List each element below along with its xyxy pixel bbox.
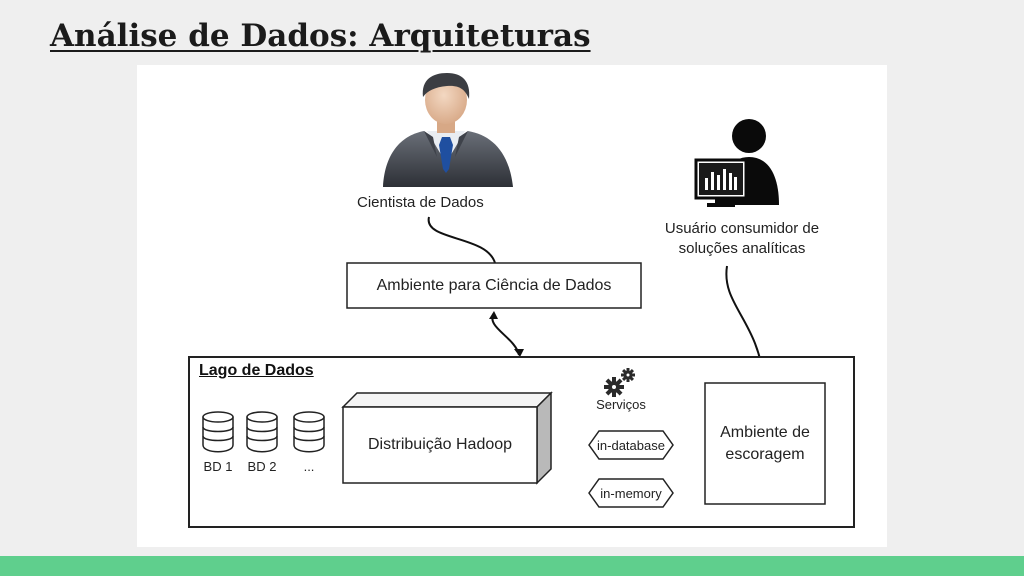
services-label: Serviços bbox=[596, 397, 646, 412]
data-scientist-label: Cientista de Dados bbox=[357, 194, 484, 211]
service-in-database-shape bbox=[588, 430, 674, 460]
data-science-environment-label: Ambiente para Ciência de Dados bbox=[376, 276, 612, 294]
database-label: BD 2 bbox=[247, 459, 277, 474]
architecture-diagram: Cientista de Dados Usuário consumidor de… bbox=[137, 65, 887, 547]
data-scientist-icon bbox=[383, 73, 513, 187]
analytics-user-icon bbox=[694, 119, 779, 207]
database-label: ... bbox=[303, 459, 315, 474]
consumer-label: Usuário consumidor de soluções analítica… bbox=[642, 219, 842, 259]
diagram-graphics bbox=[188, 73, 855, 528]
consumer-label-line1: Usuário consumidor de bbox=[664, 220, 820, 237]
database-label: BD 1 bbox=[203, 459, 233, 474]
hadoop-label: Distribuição Hadoop bbox=[367, 436, 513, 453]
consumer-label-line2: soluções analíticas bbox=[678, 240, 806, 257]
staging-environment-label: Ambiente de escoragem bbox=[705, 383, 825, 504]
database-icon bbox=[202, 411, 234, 453]
data-science-environment-box bbox=[346, 262, 642, 309]
footer-bar bbox=[0, 556, 1024, 576]
staging-environment-box bbox=[704, 382, 826, 505]
slide-title: Análise de Dados: Arquiteturas bbox=[50, 18, 591, 54]
database-icon bbox=[293, 411, 325, 453]
scientist-connector bbox=[427, 216, 496, 264]
service-in-database-label: in-database bbox=[597, 437, 665, 453]
hadoop-box bbox=[341, 391, 553, 485]
database-icon bbox=[246, 411, 278, 453]
staging-label-line1: Ambiente de bbox=[720, 423, 810, 441]
gear-icon bbox=[604, 368, 635, 397]
service-in-memory-shape bbox=[588, 478, 674, 508]
data-lake-label: Lago de Dados bbox=[199, 362, 314, 379]
staging-label-line2: escoragem bbox=[725, 445, 805, 463]
environment-lake-arrow bbox=[491, 312, 520, 356]
service-in-memory-label: in-memory bbox=[600, 485, 662, 501]
